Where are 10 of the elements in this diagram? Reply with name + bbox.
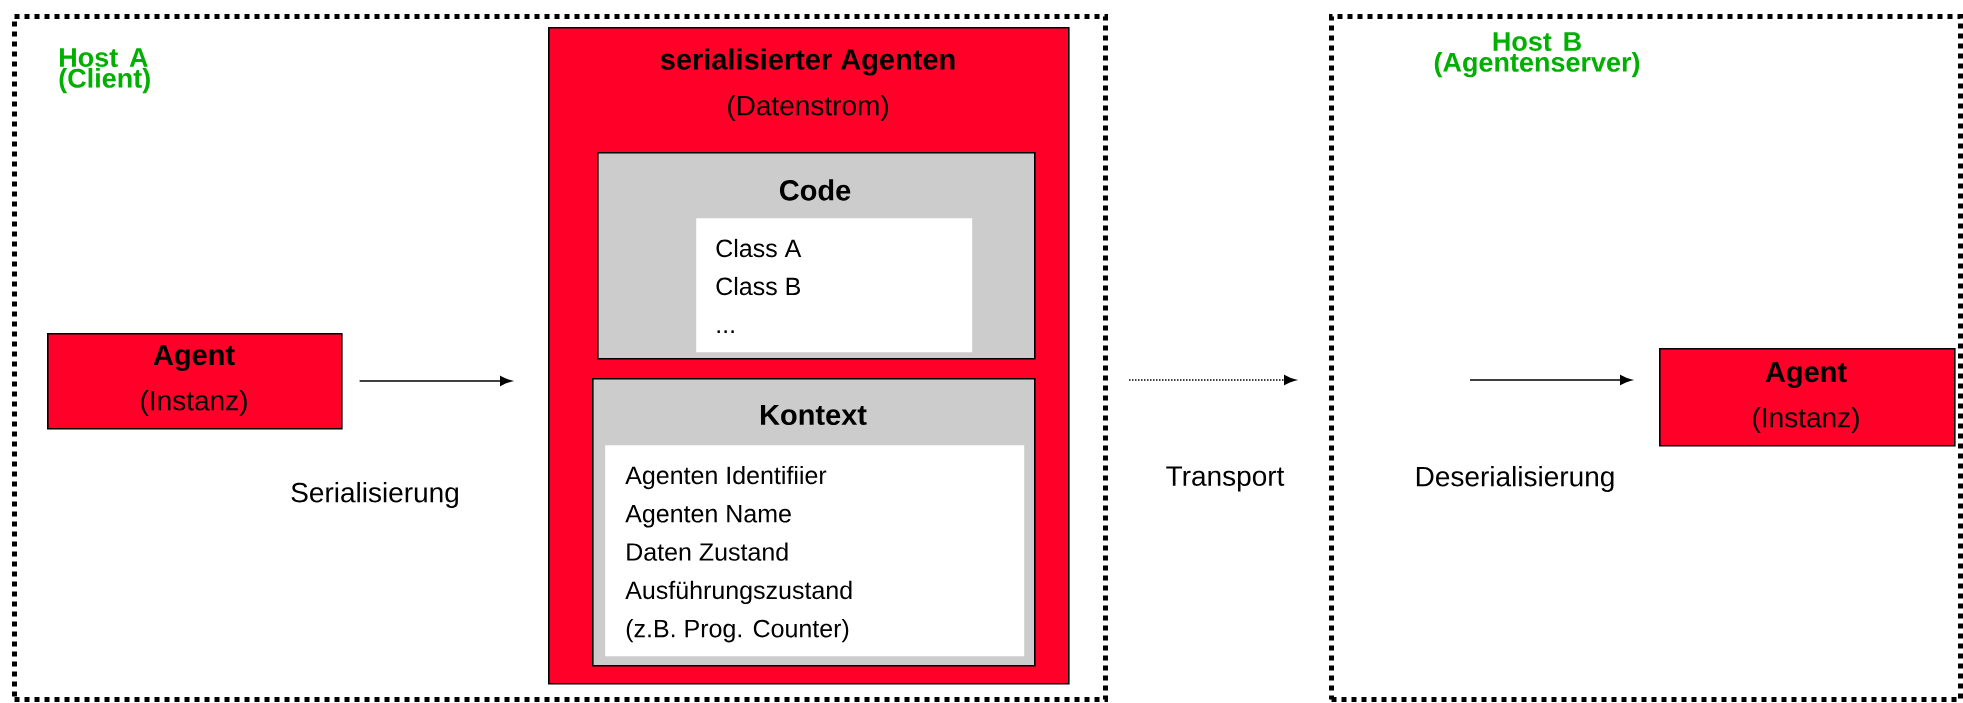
list-box: Agenten Identifiier Agenten Name Daten Zustand Ausführungszustand (z.B. Prog. Counter) [605,445,1025,657]
edge-label: Deserialisierung [1413,464,1617,494]
agent-box: Agent (Instanz) [47,333,343,430]
arrow [1128,375,1296,385]
edge-label: Transport [1164,465,1286,493]
list-box: Class A Class B ... [696,218,973,353]
agent-box: Agent (Instanz) [1659,348,1956,447]
arrow [1469,375,1632,385]
arrow [358,376,512,386]
edge-label: Serialisierung [289,480,461,510]
